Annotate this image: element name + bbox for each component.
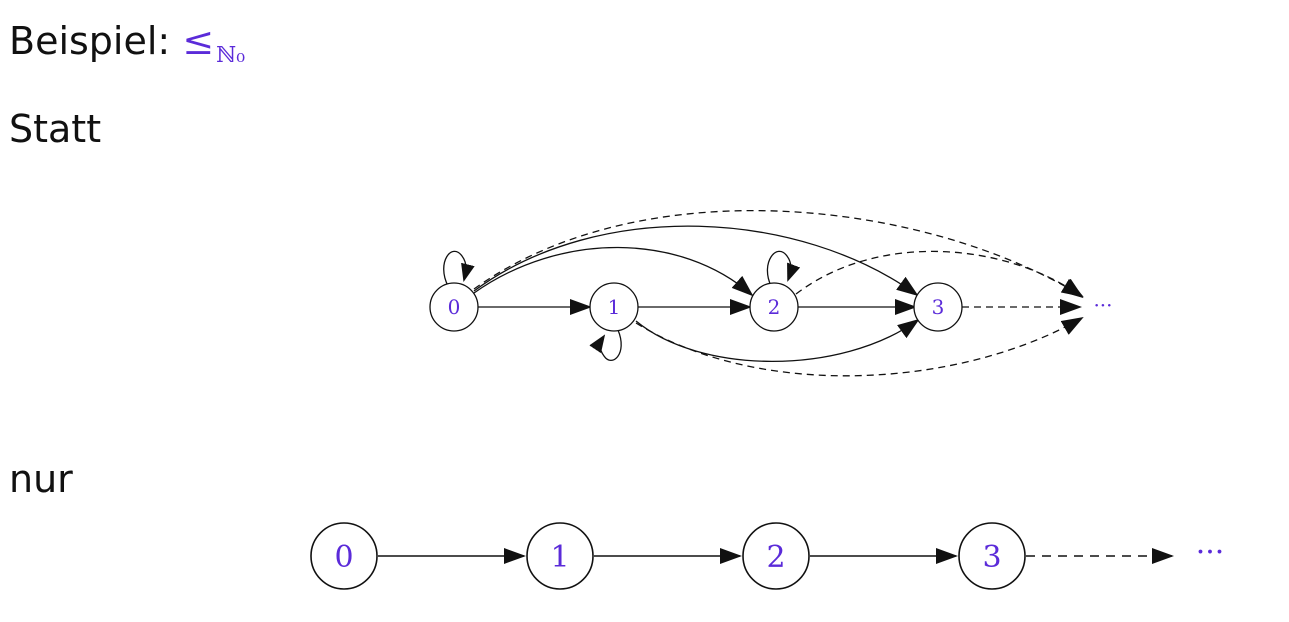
full-node-0-label: 0 (448, 295, 461, 319)
dashed-edge-0-ellipsis (473, 209, 1084, 298)
diagram-full-labels: 0 1 2 3 ··· (448, 293, 1113, 319)
full-node-1-label: 1 (608, 295, 621, 319)
example-heading: Beispiel: ≤ℕ₀ (9, 22, 245, 67)
full-node-3-circle (913, 282, 963, 332)
full-node-2-label: 2 (768, 295, 781, 319)
reduced-ellipsis: ··· (1196, 535, 1225, 570)
reduced-node-0-circle (310, 522, 378, 590)
diagram-full (429, 209, 1084, 377)
edge-1-3 (635, 318, 920, 363)
diagram-reduced-labels: 0 1 2 3 ··· (334, 535, 1224, 575)
loop-1 (589, 329, 622, 362)
reduced-node-3-label: 3 (982, 540, 1001, 575)
full-node-2-circle (749, 282, 799, 332)
relation-subscript: ℕ₀ (216, 43, 246, 68)
diagram-reduced (310, 522, 1174, 590)
edge-0-3 (473, 225, 919, 297)
full-ellipsis: ··· (1093, 293, 1112, 317)
label-statt: Statt (9, 107, 102, 151)
full-node-1-circle (589, 282, 639, 332)
reduced-node-1-circle (526, 522, 594, 590)
loop-2 (766, 250, 801, 287)
example-prefix: Beispiel: (9, 19, 171, 63)
reduced-node-3-circle (958, 522, 1026, 590)
reduced-node-0-label: 0 (334, 540, 353, 575)
dashed-edge-1-ellipsis (635, 317, 1084, 377)
edge-0-2 (473, 246, 754, 297)
reduced-node-2-circle (742, 522, 810, 590)
full-node-3-label: 3 (932, 295, 945, 319)
loop-0 (443, 250, 475, 287)
label-nur: nur (9, 457, 73, 501)
dashed-edge-2-ellipsis (795, 250, 1084, 299)
reduced-node-1-label: 1 (550, 540, 569, 575)
relation-symbol: ≤ℕ₀ (182, 19, 246, 68)
reduced-node-2-label: 2 (766, 540, 785, 575)
full-node-0-circle (429, 282, 479, 332)
